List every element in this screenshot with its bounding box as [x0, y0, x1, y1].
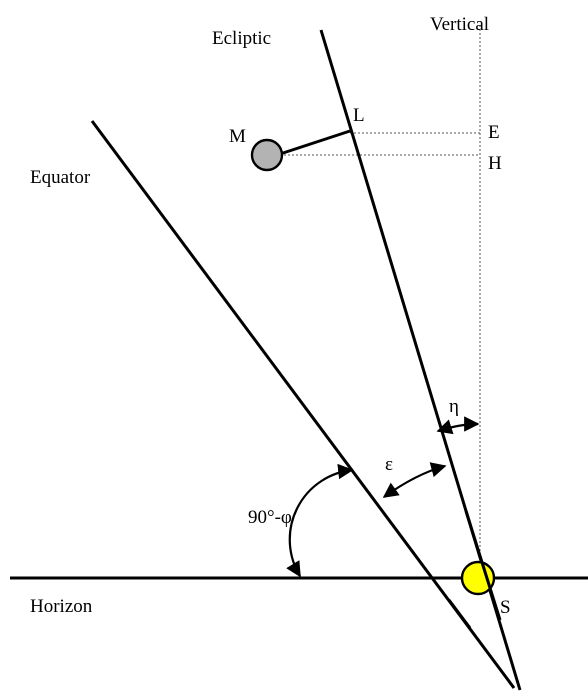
label-L: L: [353, 105, 365, 126]
label-eta: η: [449, 396, 459, 417]
label-90-minus-phi: 90°-φ: [248, 507, 292, 528]
arc-epsilon: [382, 462, 447, 498]
moon-circle: [250, 138, 284, 172]
equator-over-sun: [447, 599, 472, 629]
sun-circle: [460, 560, 496, 596]
label-epsilon: ε: [385, 454, 393, 475]
label-vertical: Vertical: [430, 14, 489, 35]
ecliptic-over-sun: [464, 510, 502, 621]
label-horizon: Horizon: [30, 596, 93, 617]
label-ecliptic: Ecliptic: [212, 28, 271, 49]
arc-eta: [436, 416, 480, 435]
equator-line: [90, 120, 516, 689]
label-moon: M: [229, 126, 246, 147]
label-equator: Equator: [30, 167, 91, 188]
label-H: H: [488, 153, 502, 174]
moon-connector-line: [279, 129, 351, 156]
arc-90-minus-phi: [286, 463, 354, 578]
label-S: S: [500, 597, 511, 618]
label-E: E: [488, 122, 500, 143]
